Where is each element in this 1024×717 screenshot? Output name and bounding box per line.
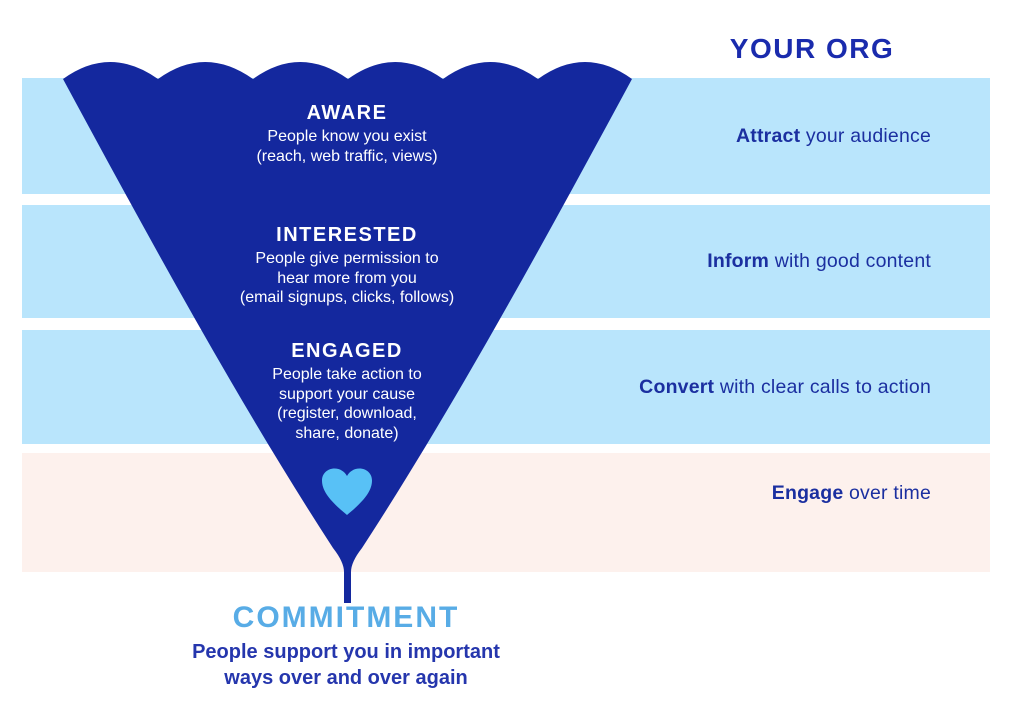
band-label-inform-emphasis: Inform: [707, 250, 770, 272]
band-label-convert-rest: with clear calls to action: [714, 375, 931, 398]
band-label-engage: Engage over time: [772, 482, 931, 505]
band-label-inform: Inform with good content: [707, 250, 931, 273]
funnel-shape: [63, 62, 632, 603]
stage-engaged: ENGAGED People take action to support yo…: [197, 339, 497, 443]
stage-interested-title: INTERESTED: [276, 224, 418, 246]
band-label-attract-emphasis: Attract: [736, 124, 801, 147]
stage-engaged-title: ENGAGED: [291, 340, 403, 362]
band-label-engage-emphasis: Engage: [771, 482, 844, 504]
commitment-title: COMMITMENT: [232, 601, 460, 634]
band-label-convert: Convert with clear calls to action: [639, 376, 931, 399]
band-label-attract: Attract your audience: [736, 125, 931, 148]
band-label-convert-emphasis: Convert: [639, 375, 715, 398]
band-label-engage-rest: over time: [843, 482, 931, 504]
stage-engaged-description: People take action to support your cause…: [272, 366, 422, 442]
band-label-inform-rest: with good content: [769, 250, 931, 272]
band-label-attract-rest: your audience: [800, 124, 931, 147]
stage-aware-description: People know you exist (reach, web traffi…: [256, 128, 438, 165]
org-title: YOUR ORG: [729, 33, 895, 64]
stage-aware-title: AWARE: [306, 102, 388, 124]
commitment-description: People support you in important ways ove…: [192, 641, 500, 689]
band-engage: Engage over time: [22, 453, 990, 572]
stage-interested: INTERESTED People give permission to hea…: [197, 223, 497, 308]
stage-aware: AWARE People know you exist (reach, web …: [197, 101, 497, 166]
stage-interested-description: People give permission to hear more from…: [239, 250, 455, 306]
band-convert: Convert with clear calls to action: [22, 330, 990, 444]
heart-icon: [322, 468, 372, 515]
